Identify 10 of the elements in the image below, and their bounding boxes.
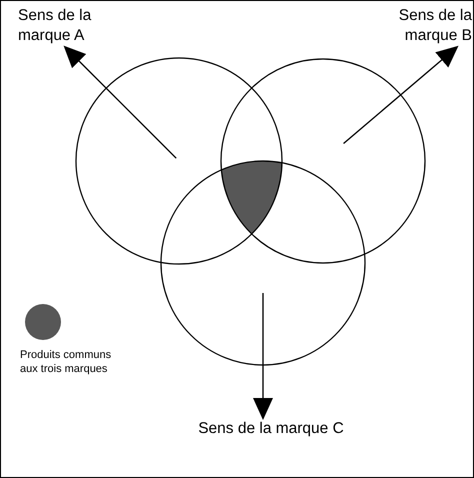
arrow: [253, 293, 273, 420]
direction-label: Sens de la marque A: [18, 6, 128, 46]
direction-label: Sens de la marque C: [151, 419, 391, 439]
venn-circle: [75, 57, 283, 265]
legend-text: Produits communs aux trois marques: [20, 348, 112, 376]
direction-label: Sens de la marque B: [351, 6, 472, 46]
arrow: [343, 46, 459, 144]
arrow: [64, 46, 177, 159]
venn-circle: [160, 160, 366, 366]
venn-circle: [220, 58, 426, 264]
